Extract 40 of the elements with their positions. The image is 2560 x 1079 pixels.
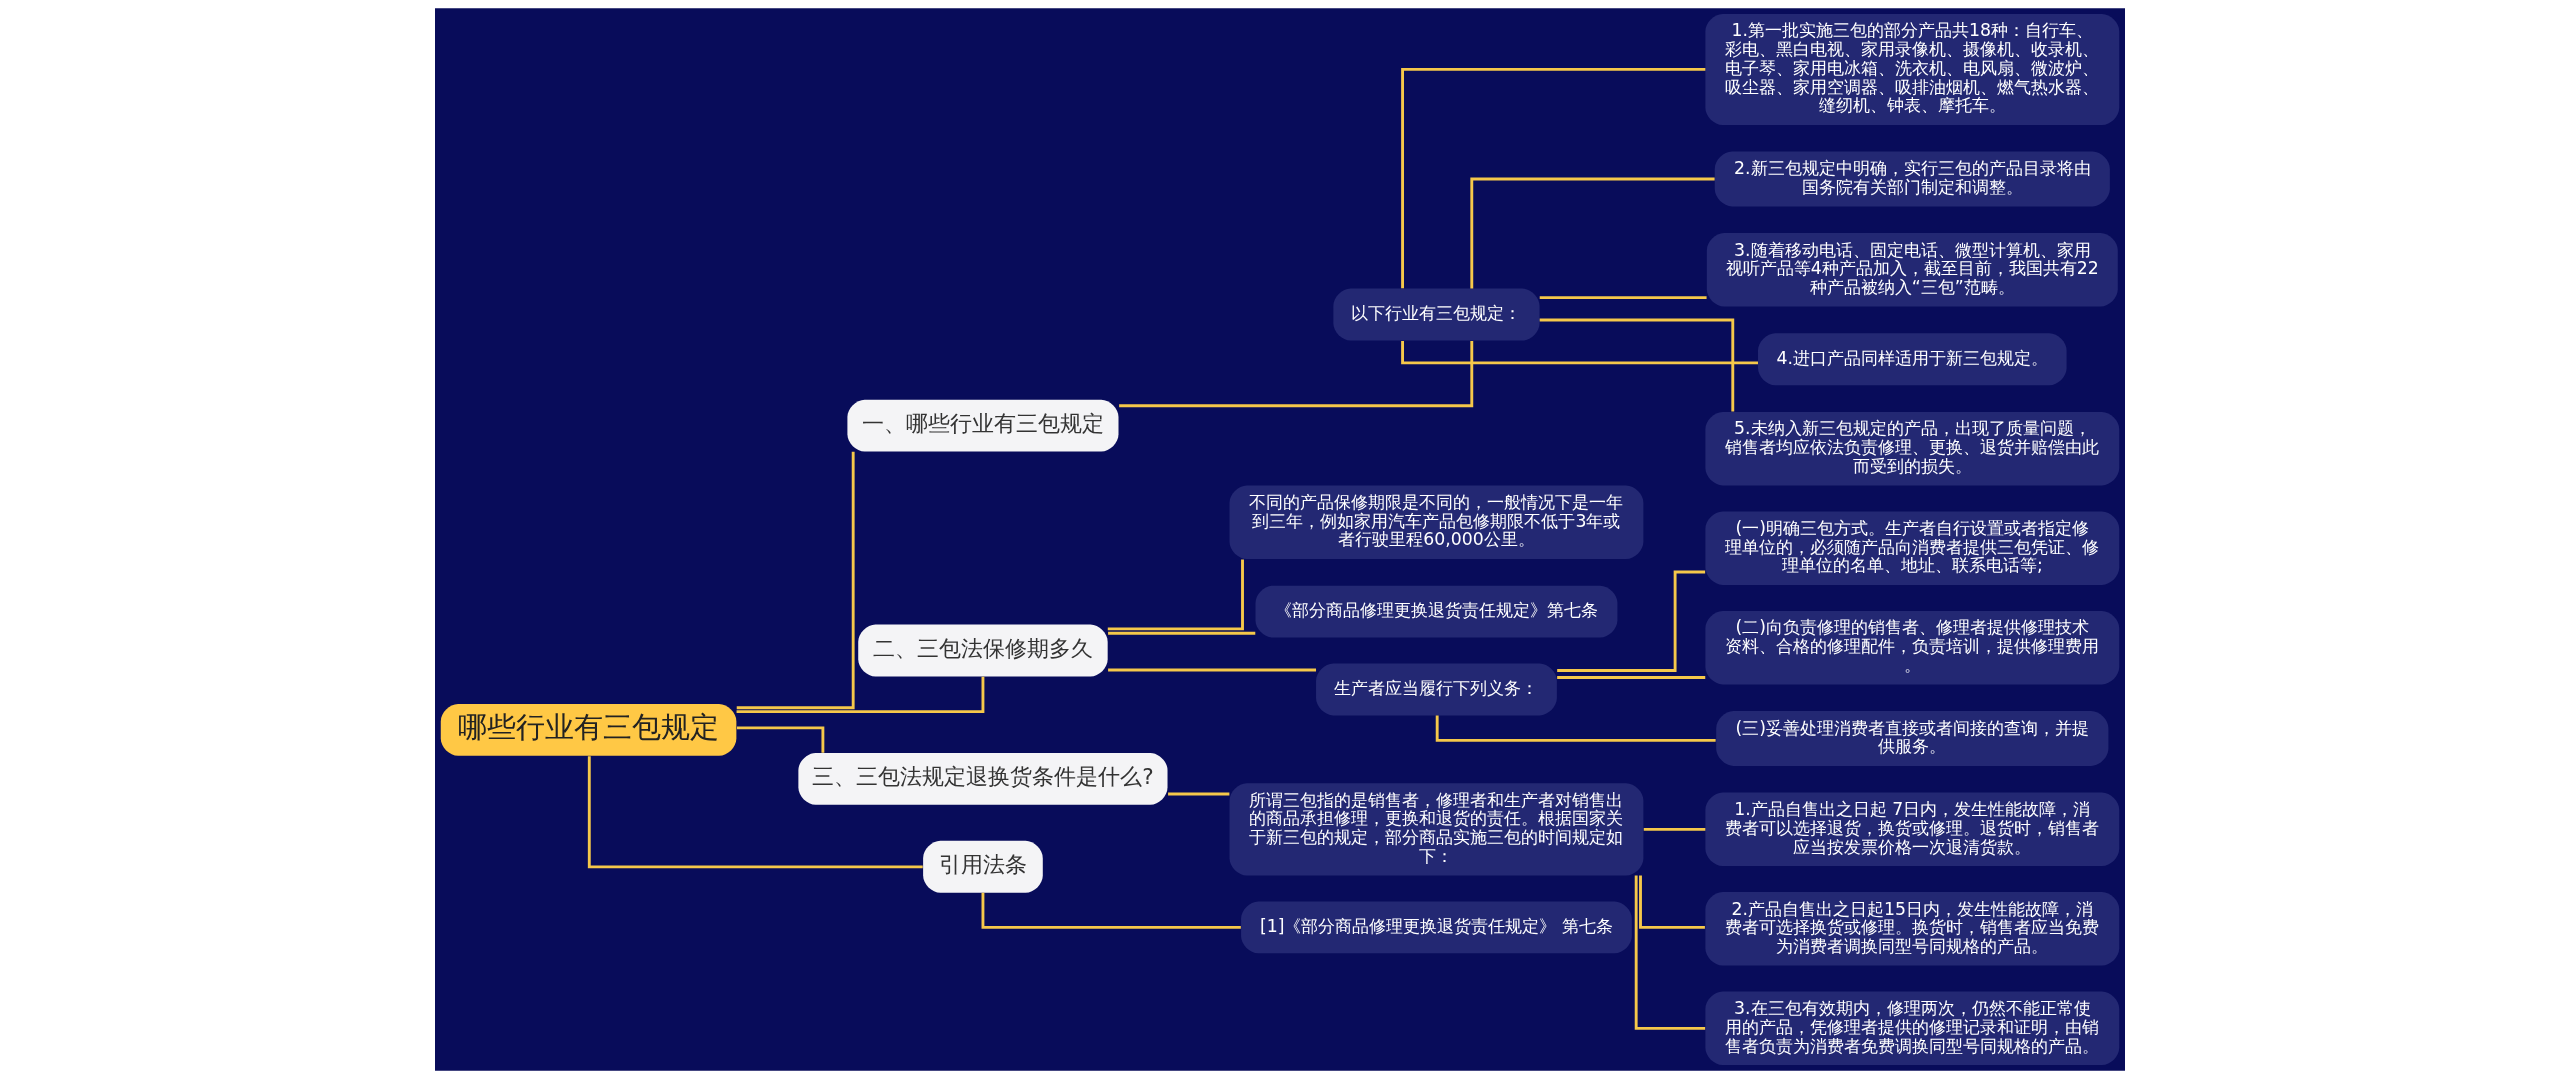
connector: [1435, 715, 1716, 742]
connector: [1539, 296, 1707, 300]
connector: [1539, 318, 1735, 412]
connector: [1108, 668, 1317, 672]
node-box: 哪些行业有三包规定: [440, 703, 737, 756]
node-box: 所谓三包指的是销售者，修理者和生产者对销售出的商品承担修理，更换和退货的责任。根据国家关于新三包的规定，部分商品实施三包的时间规定如下：: [1229, 783, 1644, 876]
connector: [1470, 177, 1715, 289]
node-box: (三)妥善处理消费者直接或者间接的查询，并提供服务。: [1716, 711, 2109, 766]
connector: [1107, 559, 1244, 631]
connector: [1643, 827, 1706, 831]
connector: [1401, 340, 1758, 365]
connector: [736, 726, 825, 753]
node-box: 三、三包法规定退换货条件是什么?: [798, 752, 1168, 805]
node-box: 引用法条: [923, 840, 1043, 893]
node-box: 《部分商品修理更换退货责任规定》第七条: [1255, 585, 1618, 638]
connector: [1108, 631, 1256, 635]
connector: [1557, 676, 1706, 679]
connector: [1119, 340, 1474, 408]
node-box: 1.产品自售出之日起 7日内，发生性能故障，消费者可以选择退货，换货或修理。退货时，销售者应当按发票价格一次退清货款。: [1705, 792, 2120, 867]
node-box: 2.新三包规定中明确，实行三包的产品目录将由国务院有关部门制定和调整。: [1714, 151, 2110, 207]
node-box: 3.随着移动电话、固定电话、微型计算机、家用视听产品等4种产品加入，截至目前，我国共有22种产品被纳入“三包”范畴。: [1706, 233, 2118, 307]
connector: [587, 756, 923, 869]
node-box: 2.产品自售出之日起15日内，发生性能故障，消费者可选择换货或修理。换货时，销售者应当免费为消费者调换同型号同规格的产品。: [1705, 892, 2120, 966]
node-box: 二、三包法保修期多久: [858, 624, 1108, 677]
connector: [1634, 875, 1706, 1030]
node-box: 4.进口产品同样适用于新三包规定。: [1758, 333, 2067, 386]
node-box: 生产者应当履行下列义务：: [1316, 663, 1557, 716]
node-box: 一、哪些行业有三包规定: [847, 399, 1119, 452]
node-box: (一)明确三包方式。生产者自行设置或者指定修理单位的，必须随产品向消费者提供三包凭证、修理单位的名单、地址、联系电话等;: [1705, 511, 2120, 585]
node-box: (二)向负责修理的销售者、修理者提供修理技术资料、合格的修理配件，负责培训，提供修理费用。: [1705, 610, 2120, 685]
connector: [736, 451, 855, 710]
connector: [1401, 67, 1706, 289]
node-box: 以下行业有三包规定：: [1333, 288, 1540, 341]
connector: [1168, 792, 1230, 796]
connector: [1639, 875, 1705, 929]
node-box: 5.未纳入新三包规定的产品，出现了质量问题，销售者均应依法负责修理、更换、退货并赔偿由此而受到的损失。: [1705, 411, 2120, 486]
node-box: 1.第一批实施三包的部分产品共18种：自行车、彩电、黑白电视、家用录像机、摄像机、收录机、电子琴、家用电冰箱、洗衣机、电风扇、微波炉、吸尘器、家用空调器、吸排油烟机、燃气热水器、缝纫机、钟表、摩托车。: [1705, 13, 2120, 125]
node-box: [1]《部分商品修理更换退货责任规定》 第七条: [1241, 901, 1632, 954]
node-box: 3.在三包有效期内，修理两次，仍然不能正常使用的产品，凭修理者提供的修理记录和证明，由销售者负责为消费者免费调换同型号同规格的产品。: [1705, 991, 2120, 1066]
node-box: 不同的产品保修期限是不同的，一般情况下是一年到三年，例如家用汽车产品包修期限不低于3年或者行驶里程60,000公里。: [1229, 485, 1644, 559]
